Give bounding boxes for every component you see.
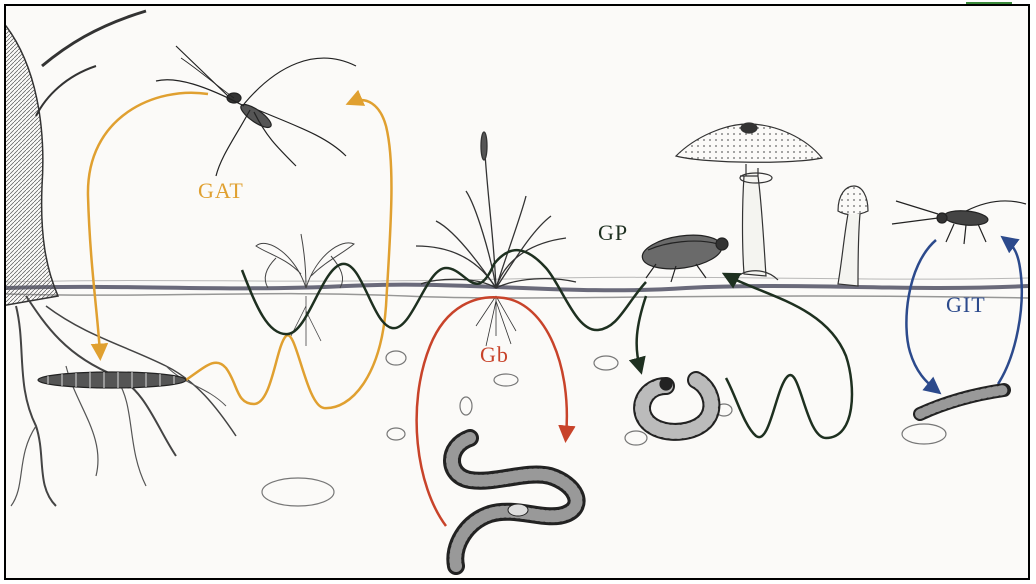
larva-right-icon — [920, 390, 1004, 414]
diagram-frame: GAT GP Gb GIT — [4, 4, 1030, 580]
grass-tuft-icon — [416, 132, 576, 346]
fly-icon — [892, 201, 1026, 244]
beetle-icon — [640, 231, 728, 282]
grub-icon — [642, 378, 711, 432]
soil-fauna-cycle-diagram: GAT GP Gb GIT — [6, 6, 1028, 578]
mosquito-icon — [156, 46, 356, 176]
gb-cycle — [417, 297, 567, 526]
larva-icon — [38, 372, 186, 388]
gp-label: GP — [598, 220, 628, 245]
gb-label: Gb — [480, 342, 509, 367]
gat-label: GAT — [198, 178, 244, 203]
plant-sprout-icon — [256, 234, 354, 346]
mushroom-small-icon — [838, 186, 868, 286]
soil-surface — [6, 277, 1028, 298]
git-label: GIT — [946, 292, 986, 317]
earthworm-icon — [452, 438, 577, 566]
tree-icon — [6, 11, 236, 506]
